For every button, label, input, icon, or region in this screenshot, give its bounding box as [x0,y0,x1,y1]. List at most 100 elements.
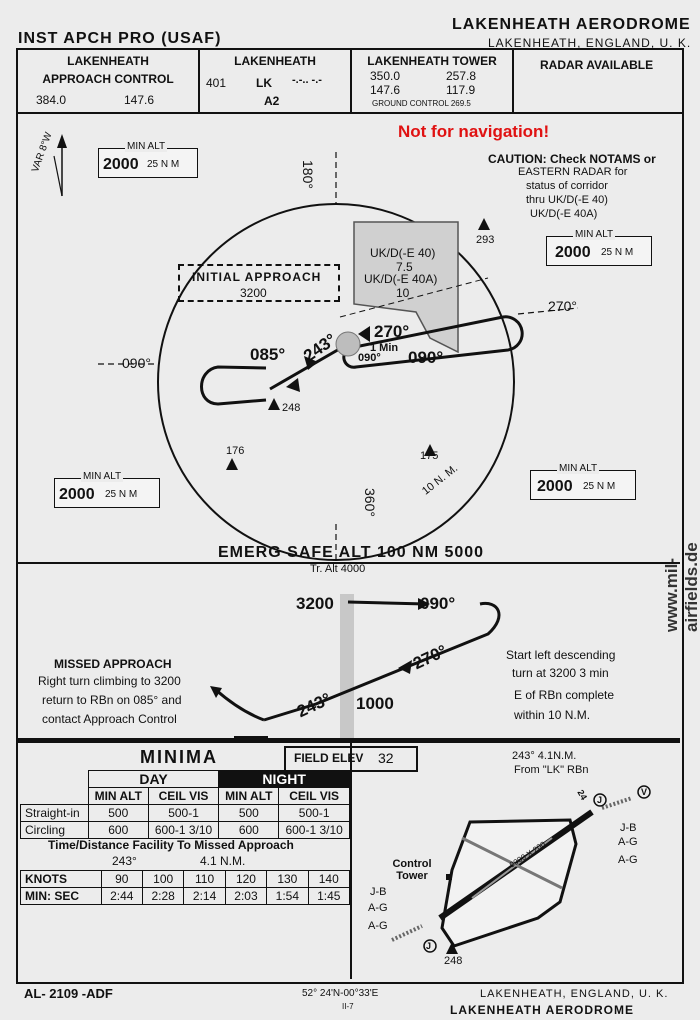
obstacle-293-icon [478,218,490,230]
left-label-2: A-G [368,902,388,914]
profile-turn [263,601,501,722]
chart-id: AL- 2109 -ADF [24,986,113,1001]
field-elev-value: 32 [378,750,394,766]
minima-table: DAY NIGHT MIN ALT CEIL VIS MIN ALT CEIL … [20,770,350,839]
beacon-marker [335,331,361,357]
obstacle-248-diagram-icon [446,942,458,954]
minima-column-divider [350,743,352,979]
table-row: Circling 600 600-1 3/10 600 600-1 3/10 [20,821,350,839]
secondary-runway [461,836,563,890]
radial-270-label: 270° [548,298,577,314]
danger-area [353,221,459,354]
straight-in-alt-day: 500 [87,804,149,822]
beacon-morse: -.-.. -.- [292,74,322,86]
approach-freq-2: 147.6 [124,93,155,107]
knots-120: 120 [224,870,268,888]
track-arrow-2 [286,378,300,392]
beacon-class: A2 [264,94,280,108]
j-marker-ne-icon [593,793,607,807]
right-label-3: A-G [618,854,638,866]
danger-area-line-4: 10 [396,286,410,300]
missed-approach-line-1: Right turn climbing to 3200 [38,674,181,688]
missed-approach-title: MISSED APPROACH [54,657,172,671]
hold-090-label: 090° [408,348,444,367]
caution-line-2: EASTERN RADAR for [518,166,628,178]
time-90: 2:44 [100,887,143,905]
tower-label: LAKENHEATH TOWER [367,54,497,68]
profile-level-3200 [347,600,427,606]
missed-approach-arrow [210,686,222,698]
col-ceil-vis-night: CEIL VIS [278,787,350,805]
min-alt-value: 2000 [59,486,95,503]
min-alt-label: MIN ALT [125,141,168,152]
right-label-1: J-B [620,822,637,834]
radial-east [517,307,579,315]
approach-control-line2: APPROACH CONTROL [42,72,174,86]
range-circle [157,203,515,561]
start-descent-line-4: within 10 N.M. [514,708,591,722]
radial-360-label: 360° [362,488,378,517]
profile-divider-top [18,562,680,564]
straight-in-cv-night: 500-1 [278,804,350,822]
procedure-title: INST APCH PRO (USAF) [18,30,222,47]
knots-label: KNOTS [20,870,102,888]
ground-control: GROUND CONTROL 269.5 [372,99,471,108]
hold-270-label: 270° [374,322,410,341]
danger-area-line-2: 7.5 [396,260,413,274]
initial-approach-label: INITIAL APPROACH [192,270,322,284]
straight-in-alt-night: 500 [218,804,280,822]
control-tower-label: Control Tower [392,858,432,882]
missed-approach-path [215,688,265,722]
start-descent-line-3: E of RBn complete [514,688,615,702]
tower-freq-4: 117.9 [446,83,476,97]
day-header: DAY [87,770,220,788]
hold-arrow [358,326,370,342]
minima-divider [18,738,680,743]
approach-lights-sw [391,924,423,942]
profile-arrow-270 [398,660,412,674]
table-row: KNOTS 90 100 110 120 130 140 [20,870,351,888]
magnetic-arrow [53,155,63,197]
time-110: 2:14 [183,887,226,905]
min-alt-label: MIN ALT [81,471,124,482]
min-alt-radius: 25 N M [601,247,634,258]
min-alt-box-se: MIN ALT 2000 25 N M [530,463,636,500]
hold-time-label: 1 Min [370,342,399,354]
circling-cv-day: 600-1 3/10 [147,821,220,839]
left-label-3: A-G [368,920,388,932]
beacon-box: LAKENHEATH 401 LK -.-.. -.- A2 [200,50,352,112]
straight-in-cv-day: 500-1 [147,804,220,822]
approach-freq-1: 384.0 [36,93,67,107]
caution-line-3: status of corridor [526,180,608,192]
taxiway [471,837,553,899]
circling-cv-night: 600-1 3/10 [278,821,350,839]
circling-alt-night: 600 [218,821,280,839]
missed-approach-line-3: contact Approach Control [42,712,177,726]
knots-100: 100 [141,870,185,888]
time-distance-distance: 4.1 N.M. [200,854,246,868]
circling-alt-day: 600 [87,821,149,839]
chart-frame [16,48,684,984]
approach-control-line1: LAKENHEATH [67,54,149,68]
min-alt-value: 2000 [537,478,573,495]
north-arrowhead [57,134,67,148]
minima-title: MINIMA [140,747,218,767]
obstacle-248-label: 248 [282,402,301,414]
footer-page: II-7 [342,1002,354,1011]
obstacle-176-icon [226,458,238,470]
field-elevation-box: FIELD ELEV 32 [284,746,418,772]
field-elev-label: FIELD ELEV [294,751,364,765]
approach-control-box: LAKENHEATH APPROACH CONTROL 384.0 147.6 [18,50,200,112]
min-alt-label: MIN ALT [557,463,600,474]
row-label-circling: Circling [20,821,89,839]
obstacle-293-label: 293 [476,234,495,246]
track-arrow-1 [304,356,318,370]
beacon-ident: LK [256,76,272,90]
initial-approach-alt: 3200 [240,286,267,300]
min-alt-radius: 25 N M [583,481,616,492]
profile-alt-3200: 3200 [296,594,334,613]
obstacle-248-icon [268,398,280,410]
time-130: 1:54 [266,887,309,905]
col-ceil-vis-day: CEIL VIS [147,787,220,805]
radial-090-label: 090° [122,355,151,371]
